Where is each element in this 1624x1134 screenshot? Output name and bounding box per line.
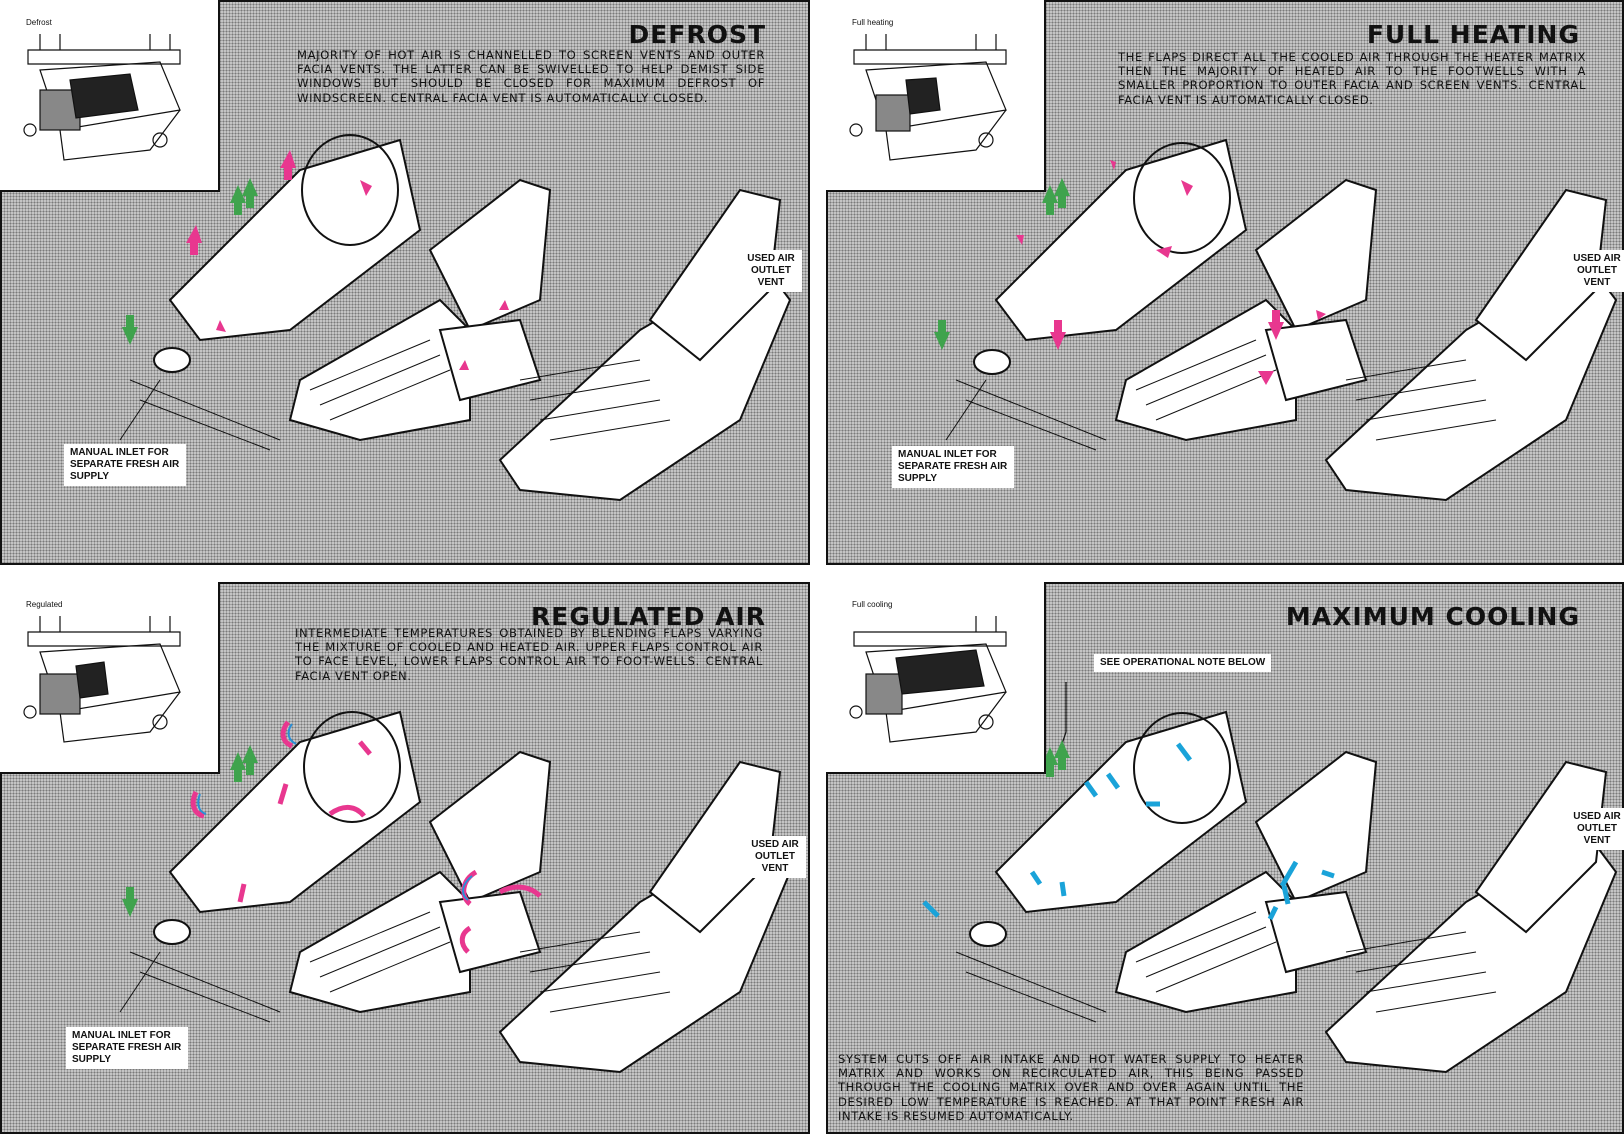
manual-inlet-label: MANUAL INLET FOR SEPARATE FRESH AIR SUPP… bbox=[892, 446, 1014, 488]
panel-title: DEFROST bbox=[628, 20, 766, 49]
manual-inlet-vent bbox=[153, 919, 191, 945]
panel-regulated-air: Regulated REGULATED AIR INTERMEDIATE TEM… bbox=[0, 582, 810, 1134]
panel-defrost: Defrost DEFROST MAJORITY OF HOT AIR IS C… bbox=[0, 0, 810, 565]
panel-title: FULL HEATING bbox=[1366, 20, 1580, 49]
heater-unit-illustration bbox=[849, 616, 1007, 743]
inset-diagram-defrost: Defrost bbox=[0, 0, 220, 192]
panel-description: MAJORITY OF HOT AIR IS CHANNELLED TO SCR… bbox=[297, 48, 765, 105]
recirculation-vent bbox=[969, 921, 1007, 947]
airflow-arrows bbox=[122, 720, 542, 954]
manual-inlet-label: MANUAL INLET FOR SEPARATE FRESH AIR SUPP… bbox=[64, 444, 186, 486]
airflow-arrows bbox=[122, 150, 509, 370]
heater-unit-illustration bbox=[23, 616, 181, 743]
inset-diagram-full-cooling: Full cooling bbox=[826, 582, 1046, 774]
car-interior-illustration bbox=[119, 134, 792, 502]
used-air-outlet-label: USED AIR OUTLET VENT bbox=[740, 250, 802, 292]
panel-full-heating: Full heating FULL HEATING THE FLAPS DIRE… bbox=[826, 0, 1624, 565]
car-interior-illustration bbox=[119, 710, 792, 1074]
used-air-outlet-label: USED AIR OUTLET VENT bbox=[1566, 808, 1624, 850]
inset-diagram-regulated: Regulated bbox=[0, 582, 220, 774]
inset-diagram-full-heating: Full heating bbox=[826, 0, 1046, 192]
panel-title: MAXIMUM COOLING bbox=[1285, 602, 1580, 631]
panel-title: REGULATED AIR bbox=[531, 602, 766, 631]
panel-description: THE FLAPS DIRECT ALL THE COOLED AIR THRO… bbox=[1118, 50, 1586, 107]
used-air-outlet-label: USED AIR OUTLET VENT bbox=[744, 836, 806, 878]
inset-caption: Regulated bbox=[26, 600, 63, 609]
manual-inlet-vent bbox=[153, 347, 191, 373]
manual-inlet-label: MANUAL INLET FOR SEPARATE FRESH AIR SUPP… bbox=[66, 1027, 188, 1069]
inset-caption: Defrost bbox=[26, 18, 52, 27]
panel-description: SYSTEM CUTS OFF AIR INTAKE AND HOT WATER… bbox=[838, 1052, 1304, 1123]
manual-inlet-vent bbox=[973, 349, 1011, 375]
panel-description: INTERMEDIATE TEMPERATURES OBTAINED BY BL… bbox=[295, 626, 763, 683]
heater-unit-illustration bbox=[849, 34, 1007, 161]
heater-unit-illustration bbox=[23, 34, 181, 161]
panel-maximum-cooling: Full cooling MAXIMUM COOLING bbox=[826, 582, 1624, 1134]
operational-note-label: SEE OPERATIONAL NOTE BELOW bbox=[1094, 654, 1272, 672]
car-interior-illustration bbox=[922, 682, 1618, 1074]
inset-caption: Full heating bbox=[852, 18, 894, 27]
airflow-arrows bbox=[922, 740, 1335, 921]
airflow-arrows bbox=[934, 160, 1326, 385]
car-interior-illustration bbox=[934, 138, 1618, 502]
used-air-outlet-label: USED AIR OUTLET VENT bbox=[1566, 250, 1624, 292]
inset-caption: Full cooling bbox=[852, 600, 893, 609]
